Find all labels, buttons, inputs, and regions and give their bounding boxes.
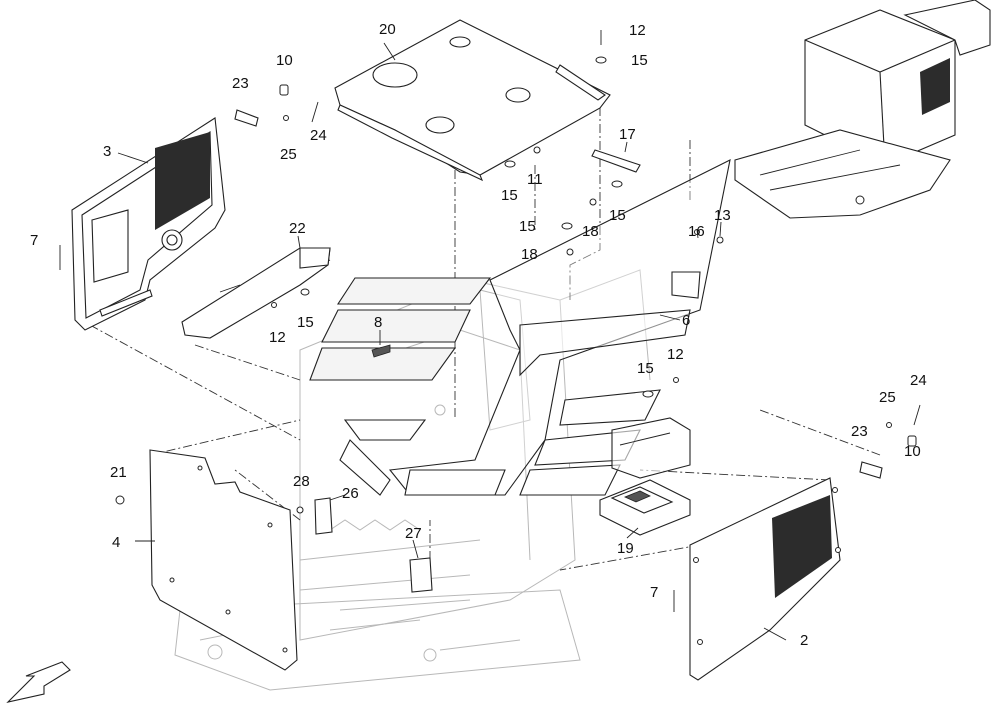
- callout-8: 8: [374, 314, 382, 331]
- callout-12-top: 12: [629, 22, 646, 39]
- part-28-bracket: [314, 497, 333, 535]
- part-22-cross-member: [181, 247, 331, 339]
- callout-23-left: 23: [232, 75, 249, 92]
- part-27-bracket: [409, 557, 433, 593]
- callout-15-top: 15: [631, 52, 648, 69]
- engine-assembly: [734, 0, 991, 219]
- callout-25-right: 25: [879, 389, 896, 406]
- part-3-left-panel: [71, 117, 226, 331]
- callout-23-right: 23: [851, 423, 868, 440]
- callout-27: 27: [405, 525, 422, 542]
- part-2-right-panel: [689, 477, 841, 681]
- callout-10-left: 10: [276, 52, 293, 69]
- callout-15-d: 15: [297, 314, 314, 331]
- leader-lines: [117, 42, 787, 641]
- callout-22: 22: [289, 220, 306, 237]
- callout-12-middle: 12: [269, 329, 286, 346]
- callout-2: 2: [800, 632, 808, 649]
- part-4-lower-left-panel: [149, 449, 298, 671]
- callout-15-b: 15: [609, 207, 626, 224]
- part-23-left-bracket: [234, 109, 259, 127]
- callout-21: 21: [110, 464, 127, 481]
- callout-24-right: 24: [910, 372, 927, 389]
- callout-20: 20: [379, 21, 396, 38]
- callout-17: 17: [619, 126, 636, 143]
- callout-13: 13: [714, 207, 731, 224]
- callout-11: 11: [527, 171, 543, 188]
- part-17-strap: [591, 149, 641, 173]
- part-23-right-bracket: [859, 461, 883, 479]
- callout-15-e: 15: [637, 360, 654, 377]
- callout-6: 6: [682, 312, 690, 329]
- callout-16: 16: [688, 223, 705, 240]
- callout-15-a: 15: [501, 187, 518, 204]
- callout-labels: 2 3 4 6 7 7 8 10 10 11 12 12 12 13 15 15…: [30, 21, 927, 649]
- callout-26: 26: [342, 485, 359, 502]
- callout-3: 3: [103, 143, 111, 160]
- arrow-down-left-icon: [6, 661, 71, 703]
- callout-24-left: 24: [310, 127, 327, 144]
- callout-28: 28: [293, 473, 310, 490]
- callout-4: 4: [112, 534, 120, 551]
- part-6-side-plate: [519, 271, 701, 377]
- callout-19: 19: [617, 540, 634, 557]
- battery-ghost: [611, 417, 691, 479]
- callout-10-right: 10: [904, 443, 921, 460]
- callout-7-right: 7: [650, 584, 658, 601]
- callout-18-a: 18: [582, 223, 599, 240]
- callout-25-left: 25: [280, 146, 297, 163]
- callout-18-b: 18: [521, 246, 538, 263]
- part-20-top-cover: [334, 19, 611, 182]
- part-19-battery-tray: [599, 479, 691, 536]
- callout-12-right: 12: [667, 346, 684, 363]
- callout-7-left: 7: [30, 232, 38, 249]
- callout-15-c: 15: [519, 218, 536, 235]
